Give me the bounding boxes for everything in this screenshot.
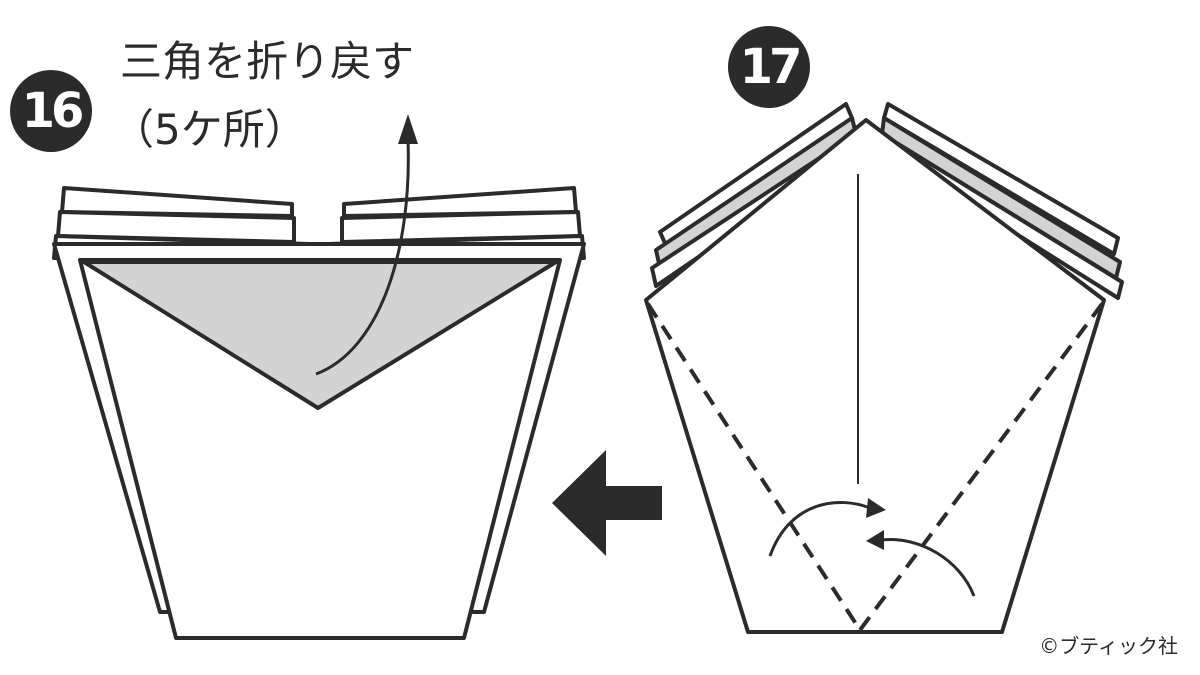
valley-fold-right: [858, 302, 1104, 632]
valley-fold-left: [646, 302, 862, 632]
step-17-badge: 17: [728, 26, 810, 108]
fold-back-arrow: [315, 139, 410, 376]
pentagon-body: [644, 118, 1106, 634]
fold-arrow-right: [881, 538, 976, 597]
step-16-instruction-line2: （5ケ所）: [112, 105, 307, 154]
fold-back-arrowhead: [398, 114, 418, 144]
step-16-badge: 16: [10, 70, 92, 152]
folded-triangle: [82, 260, 558, 410]
step-17-figure: [644, 102, 1124, 634]
fold-arrow-right-head: [866, 530, 884, 550]
step-16-instruction-line1: 三角を折り戻す: [120, 37, 415, 86]
step-16-figure: [52, 114, 586, 640]
copyright-notice: ©ブティック社: [1039, 634, 1178, 658]
fold-arrow-left-head: [866, 498, 886, 518]
right-layer-1: [882, 102, 1120, 256]
fold-arrow-left: [768, 501, 871, 557]
transition-arrow: [552, 450, 662, 556]
